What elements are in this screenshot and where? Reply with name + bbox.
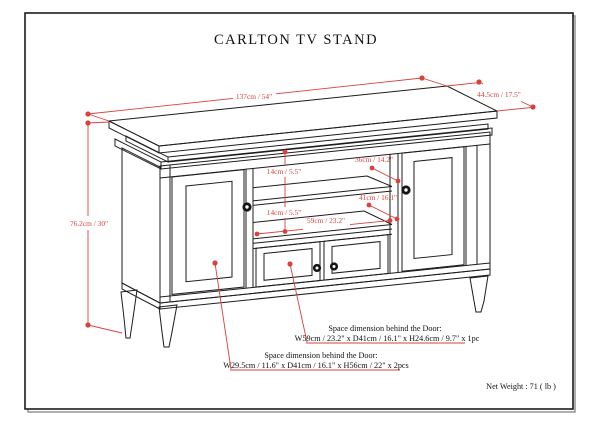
leader-side-door <box>212 260 400 371</box>
annotation-side-doors: Space dimension behind the Door: W29.5cm… <box>223 351 409 370</box>
dimension-labels: 137cm / 54" 44.5cm / 17.5" 76.2cm / 30" … <box>70 90 521 228</box>
annotation-center-door-heading: Space dimension behind the Door: <box>328 324 441 333</box>
legs <box>120 275 489 348</box>
cabinet-drawing <box>107 85 499 348</box>
net-weight-label: Net Weight : 71 ( lb ) <box>486 382 556 391</box>
dim-height-line <box>85 120 123 334</box>
dim-depth-label: 44.5cm / 17.5" <box>477 90 521 99</box>
diagram-title: CARLTON TV STAND <box>214 32 378 48</box>
dim-shelf2-label: 41cm / 16.1" <box>359 193 397 202</box>
center-stiles <box>252 153 399 288</box>
leader-center-door <box>287 261 465 344</box>
top-molding <box>114 123 493 170</box>
annotation-center-door-value: W59cm / 23.2" x D41cm / 16.1" x H24.6cm … <box>295 334 480 343</box>
dim-height-label: 76.2cm / 30" <box>70 219 108 228</box>
left-door <box>169 165 247 302</box>
door-knobs <box>242 185 411 273</box>
annotation-side-doors-value: W29.5cm / 11.6" x D41cm / 16.1" x H56cm … <box>223 361 409 370</box>
dim-opening2-label: 14cm / 5.5" <box>267 208 301 217</box>
dimension-lines <box>85 75 536 371</box>
dim-width-label: 137cm / 54" <box>236 92 272 101</box>
dim-opening-width-label: 59cm / 23.2" <box>307 216 345 225</box>
dim-shelf2-line <box>366 202 400 222</box>
shelf-1 <box>252 175 393 206</box>
dim-opening-width-line <box>254 218 393 237</box>
annotation-center-door: Space dimension behind the Door: W59cm /… <box>295 324 480 343</box>
dim-depth-line <box>446 79 536 112</box>
dim-opening1-label: 14cm / 5.5" <box>267 167 301 176</box>
dim-shelf1-label: 36cm / 14.2" <box>355 155 393 164</box>
dim-shelf1-line <box>369 165 401 184</box>
dim-width-line <box>85 75 448 122</box>
annotation-side-doors-heading: Space dimension behind the Door: <box>264 351 377 360</box>
page-border <box>24 12 576 413</box>
dim-openings-line <box>282 149 288 234</box>
right-door <box>401 145 478 272</box>
bottom-left-door <box>255 241 321 288</box>
